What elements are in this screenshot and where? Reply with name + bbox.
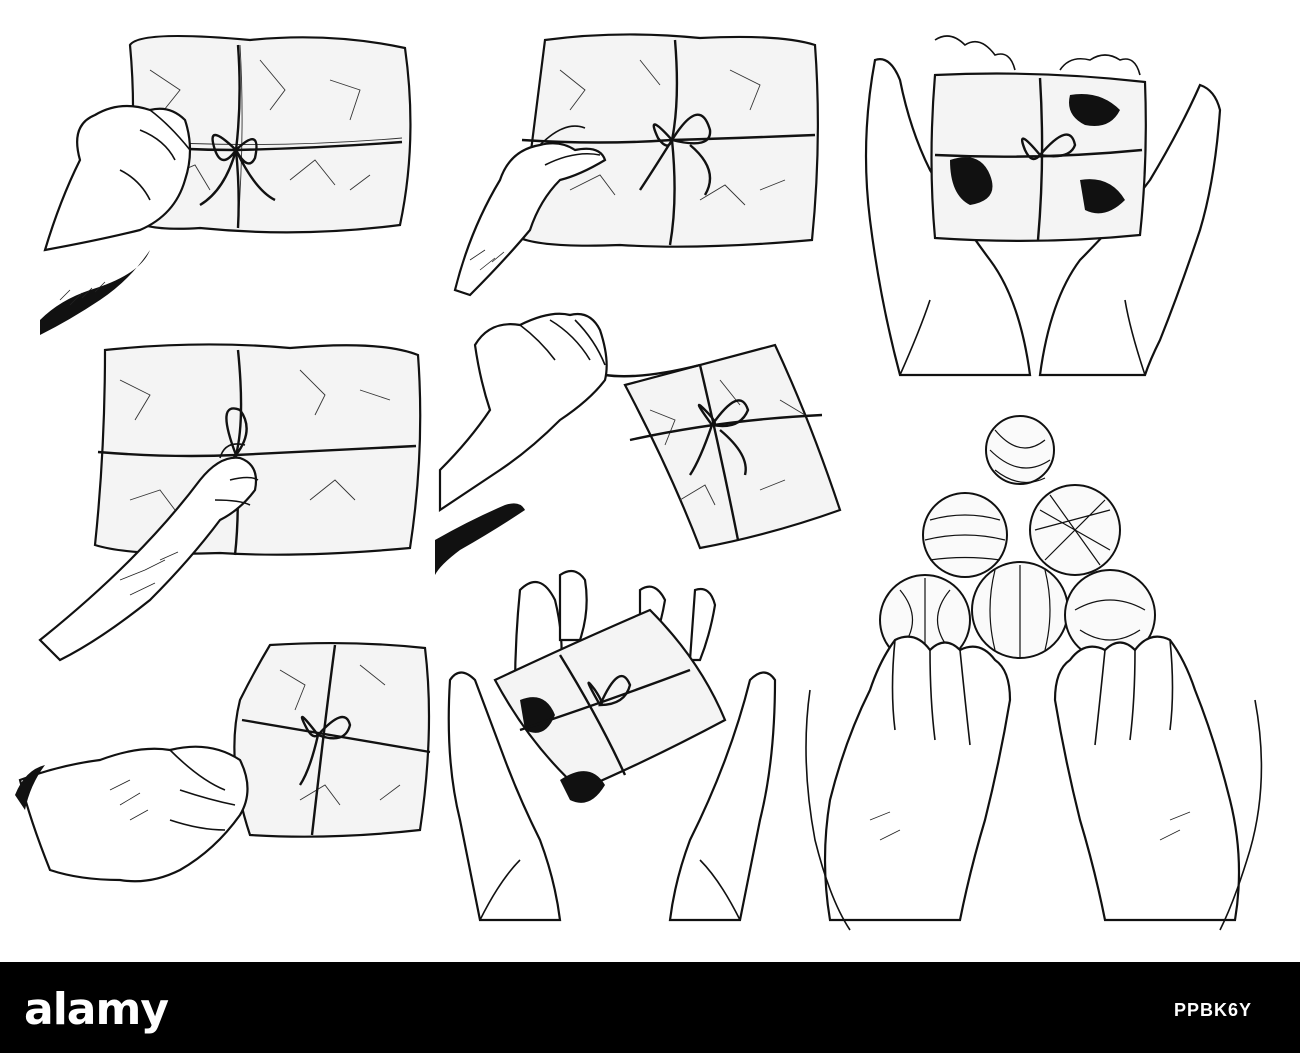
open-palms-parcel-icon [447,569,777,922]
image-id-label: PPBK6Y [1173,1000,1252,1020]
hand-tying-twine-icon [38,343,422,662]
hand-tying-parcel-bow-icon [40,34,412,335]
illustration-sheet [15,33,1263,931]
alamy-logo: alamy [24,984,169,1035]
watermark-footer: alamy PPBK6Y [0,962,1300,1053]
hand-pulling-twine-icon [435,312,842,575]
cupped-hands-parcel-icon [864,35,1222,377]
hands-holding-christmas-baubles-icon [805,415,1263,931]
hand-holding-parcel-icon [453,33,819,297]
hand-holding-tilted-parcel-icon [15,641,431,883]
